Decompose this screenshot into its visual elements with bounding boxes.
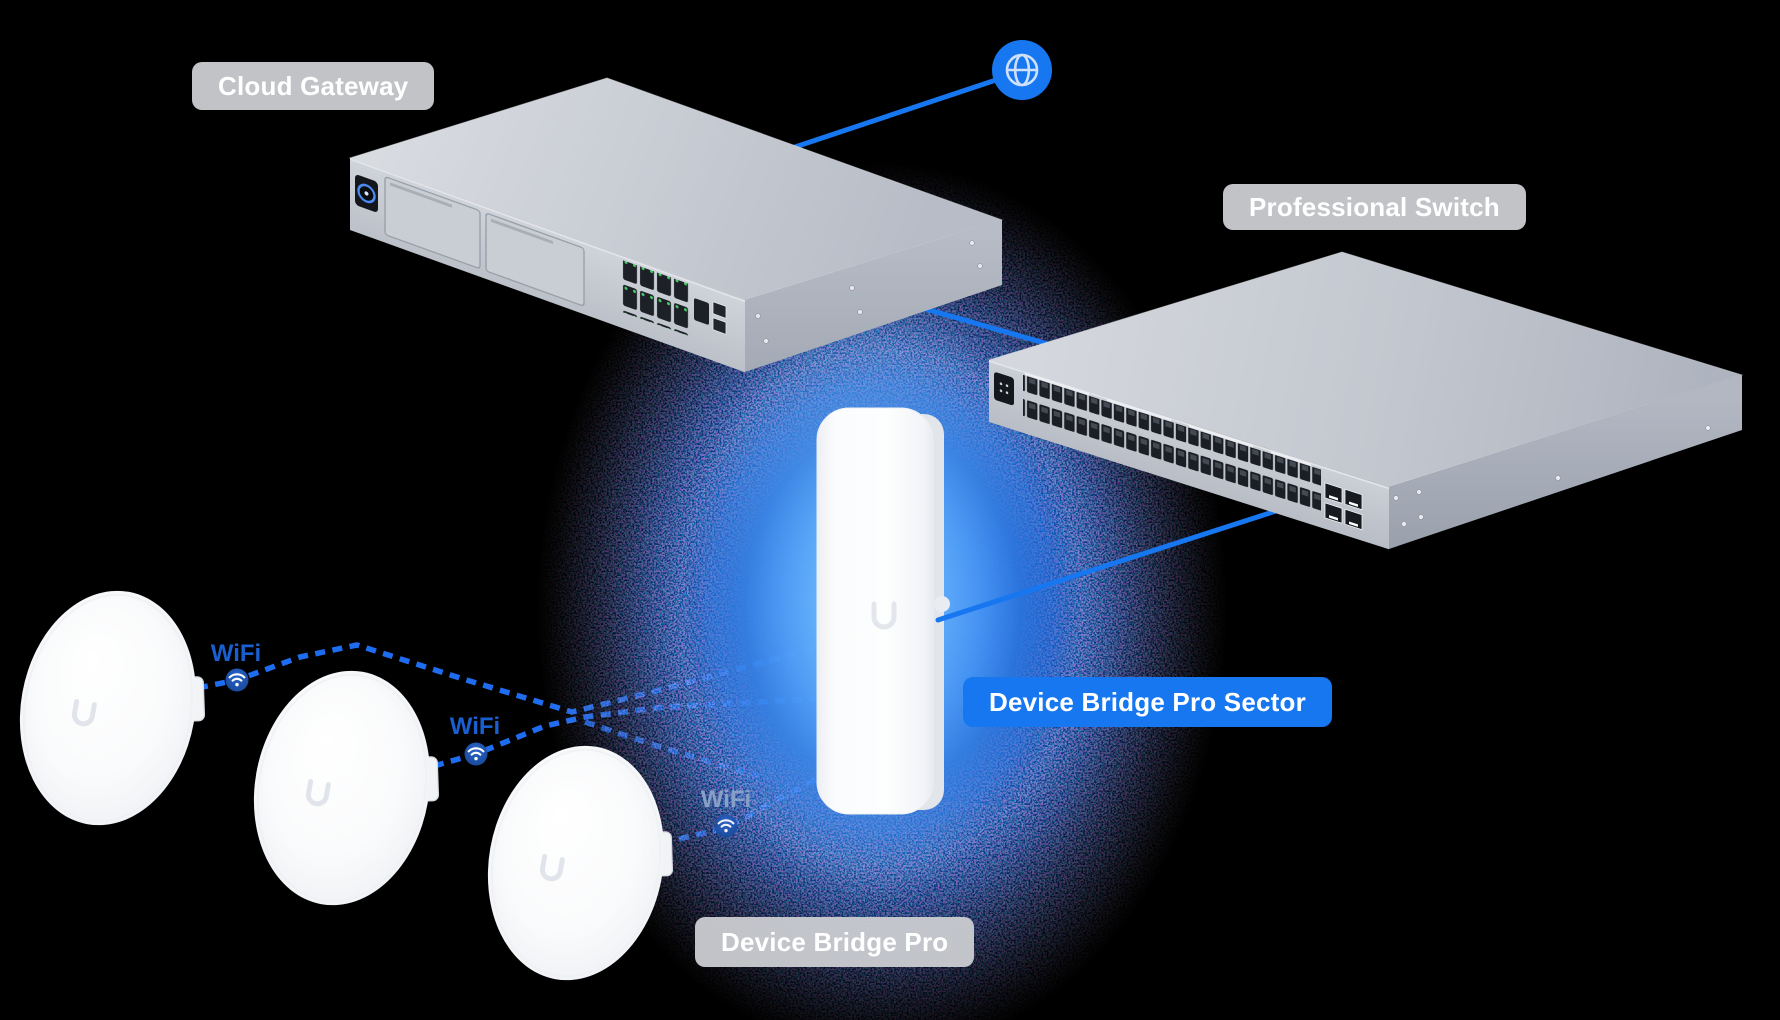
wifi-label-2: WiFi <box>449 713 501 740</box>
drive-bay <box>485 213 585 307</box>
ethernet-ports-48 <box>1023 374 1321 520</box>
cloud-gateway-front-panel <box>350 158 745 373</box>
wifi-label-3: WiFi <box>700 786 752 813</box>
switch-display <box>994 372 1014 406</box>
gateway-end-cap-screws <box>755 240 983 344</box>
professional-switch-label: Professional Switch <box>1223 184 1526 230</box>
ethernet-ports <box>621 259 689 337</box>
wifi-label-1: WiFi <box>210 640 262 667</box>
link-dish1-to-sector <box>197 639 839 715</box>
link-sector-to-switch <box>935 497 1313 623</box>
cloud-gateway-label: Cloud Gateway <box>192 62 435 110</box>
drive-bay <box>384 176 481 269</box>
professional-switch-device <box>987 251 1744 550</box>
wifi-icon <box>224 667 250 693</box>
wifi-icon <box>463 741 489 767</box>
sfp-port <box>712 301 727 319</box>
wan-port <box>694 298 709 325</box>
device-bridge-pro-sector-label: Device Bridge Pro Sector <box>963 677 1332 727</box>
link-gateway-to-internet <box>759 73 1011 161</box>
device-bridge-pro-dish-1 <box>2 577 225 841</box>
switch-front-panel <box>989 360 1389 550</box>
device-bridge-pro-label: Device Bridge Pro <box>695 917 975 967</box>
device-bridge-pro-dish-2 <box>236 657 459 921</box>
globe-icon <box>992 40 1052 100</box>
sfp-port <box>712 317 727 335</box>
ubiquiti-logo <box>871 601 897 630</box>
cloud-gateway-device <box>348 77 1004 373</box>
wifi-icon <box>713 813 739 839</box>
switch-side-screws <box>1393 425 1711 527</box>
device-bridge-pro-sector-device <box>816 407 950 815</box>
